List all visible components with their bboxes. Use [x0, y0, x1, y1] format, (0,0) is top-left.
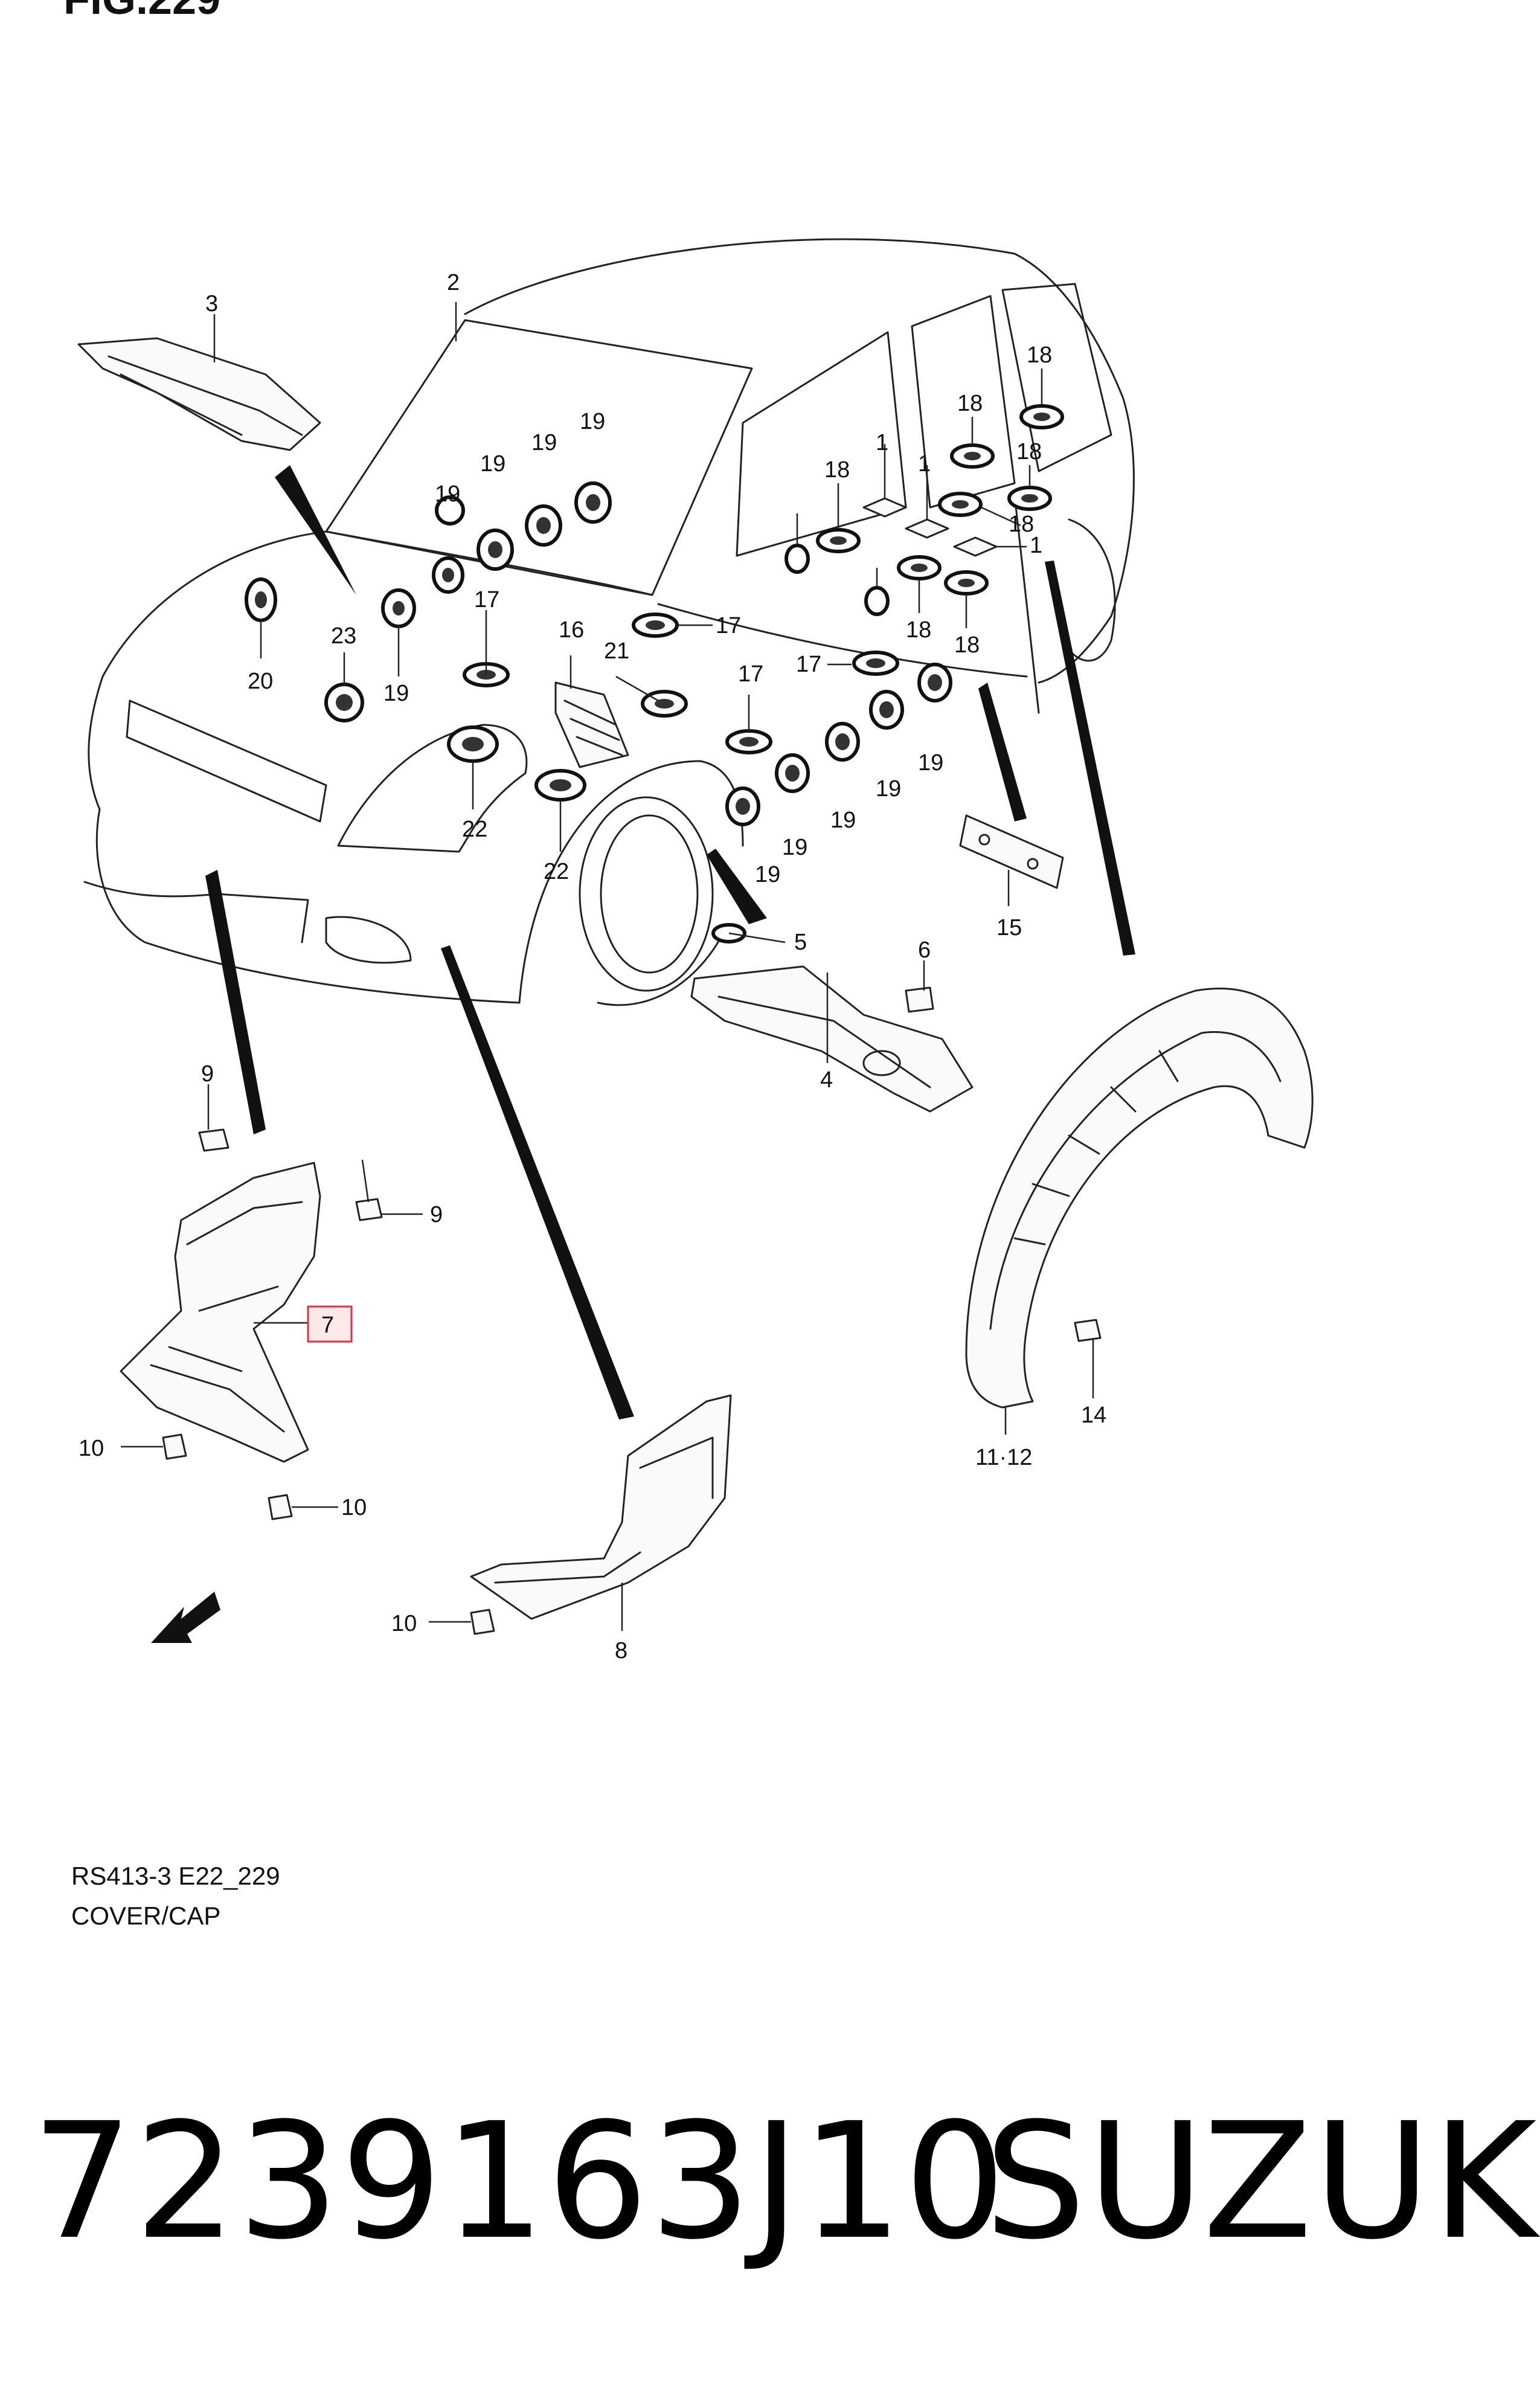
part-3-cover [77, 337, 321, 451]
brand-name: SUZUKI [984, 2089, 1540, 2275]
callout-21: 22 [544, 859, 569, 884]
part-number: 7239163J10 [31, 2089, 1007, 2275]
callout-labels: 3 2 1 1 1 18 18 18 18 18 18 18 19 19 19 … [79, 270, 1106, 1664]
callout-9: 9 [201, 1061, 214, 1087]
callout-16: 17 [796, 652, 821, 677]
callout-17: 18 [824, 457, 850, 483]
callout-18: 19 [531, 430, 557, 455]
part-7-undercover [120, 1162, 321, 1463]
parts-diagram: 3 2 1 1 1 18 18 18 18 18 18 18 19 19 19 … [77, 238, 1314, 1664]
callout-11-12: 11·12 [975, 1445, 1032, 1470]
callout-7: 7 [321, 1313, 334, 1338]
callout-10: 10 [391, 1611, 417, 1636]
car-body-outline [83, 238, 1135, 1006]
callout-10: 10 [79, 1436, 104, 1461]
callout-1: 1 [876, 430, 888, 455]
callout-10: 10 [341, 1495, 367, 1520]
callout-9: 9 [430, 1202, 443, 1227]
callout-16: 17 [474, 587, 499, 612]
callout-18: 19 [755, 862, 780, 887]
callout-19: 20 [248, 669, 273, 694]
callout-17: 18 [1016, 439, 1042, 465]
callout-1: 1 [918, 451, 931, 477]
callout-2: 2 [447, 270, 460, 295]
fwd-arrow-icon [151, 1592, 220, 1643]
callout-3: 3 [205, 291, 218, 317]
callout-17: 18 [957, 391, 983, 416]
callout-18: 19 [830, 808, 856, 833]
part-14-plate [959, 814, 1064, 889]
callout-18: 19 [435, 481, 460, 507]
callout-18: 19 [580, 409, 605, 434]
highlight-box-7: 7 [307, 1305, 353, 1343]
callout-5: 5 [794, 930, 807, 955]
diagram-description: COVER/CAP [71, 1902, 221, 1930]
callout-13: 14 [1081, 1403, 1106, 1428]
callout-18: 19 [918, 750, 943, 776]
callout-8: 8 [615, 1638, 627, 1664]
callout-17: 18 [906, 617, 931, 643]
callout-18: 19 [480, 451, 505, 477]
part-11-12-liner [965, 988, 1314, 1409]
callout-17: 18 [1027, 342, 1052, 368]
part-2-cap [435, 495, 465, 526]
grommets [162, 404, 1102, 1635]
pointer-wedges [205, 465, 1135, 1419]
figure-title: FIG.229 [63, 0, 220, 24]
callout-18: 19 [383, 681, 409, 706]
callout-6: 6 [918, 937, 931, 963]
callout-16: 17 [716, 613, 741, 638]
callout-16: 17 [738, 661, 763, 687]
diagram-code: RS413-3 E22_229 [71, 1862, 280, 1890]
callout-21: 22 [462, 817, 487, 842]
leader-lines [121, 302, 1094, 1631]
callout-1: 1 [1030, 533, 1042, 558]
callout-18: 19 [876, 776, 901, 802]
callout-18: 19 [782, 835, 807, 860]
part-8-cover [470, 1394, 732, 1620]
callout-17: 18 [954, 632, 980, 658]
callout-20: 21 [604, 638, 629, 664]
callout-15: 16 [559, 617, 584, 643]
callout-22: 23 [331, 623, 356, 649]
part-15-grille [554, 681, 629, 768]
part-4-undercover [690, 965, 974, 1113]
callout-4: 4 [820, 1067, 833, 1093]
callout-14: 15 [996, 915, 1022, 940]
callout-17: 18 [1009, 512, 1034, 537]
